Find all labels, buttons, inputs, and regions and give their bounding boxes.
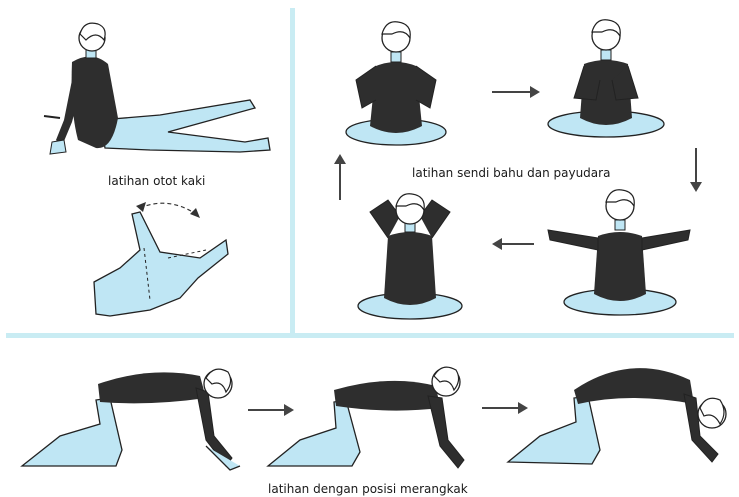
- shoulder-pose-hands-on-chest: [548, 20, 664, 137]
- divider-horizontal: [6, 333, 734, 338]
- crawl-pose-flat-back: [22, 369, 240, 470]
- arrow-up-left: [334, 154, 346, 200]
- arrow-right-top: [492, 86, 540, 98]
- leg-exercise-figure: [44, 23, 270, 154]
- shoulder-pose-hands-on-shoulders: [346, 22, 446, 145]
- crawl-pose-neutral: [268, 367, 464, 468]
- arrow-left-bottom: [492, 238, 534, 250]
- caption-shoulder-exercise: latihan sendi bahu dan payudara: [412, 166, 610, 180]
- caption-crawl-exercise: latihan dengan posisi merangkak: [268, 482, 468, 496]
- divider-vertical: [290, 8, 295, 333]
- shoulder-pose-hands-behind-head: [358, 194, 462, 319]
- crawl-pose-arched-back: [508, 368, 726, 464]
- arrow-down-right: [690, 148, 702, 192]
- arrow-crawl-1: [248, 404, 294, 416]
- shoulder-pose-elbows-out: [548, 190, 690, 315]
- ankle-rotation-figure: [94, 202, 228, 316]
- caption-leg-exercise: latihan otot kaki: [108, 174, 205, 188]
- arrow-crawl-2: [482, 402, 528, 414]
